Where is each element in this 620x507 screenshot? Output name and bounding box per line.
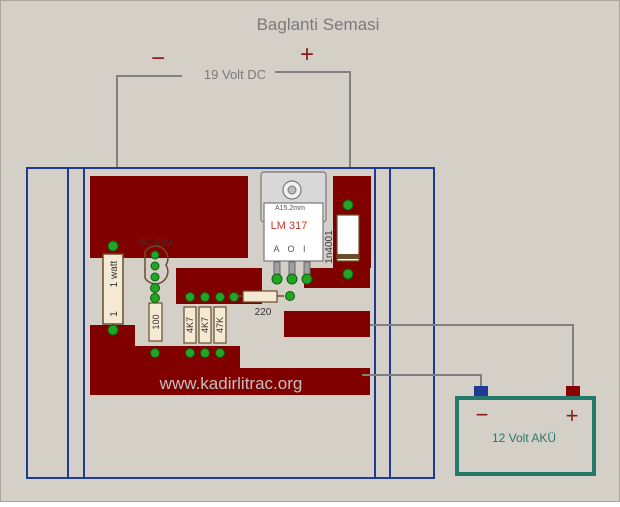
regulator-pin-labels: A O I [273, 244, 308, 254]
supply-plus-sign: + [300, 41, 314, 68]
power-resistor-body [102, 253, 124, 325]
pad [342, 268, 354, 280]
pad [200, 292, 210, 302]
battery-minus-sign: − [476, 402, 489, 427]
pad [285, 291, 295, 301]
pad-row-bottom [185, 348, 225, 358]
watermark-url: www.kadirlitrac.org [159, 374, 303, 393]
battery-negative-terminal [474, 386, 488, 397]
pad [342, 199, 354, 211]
pad-row-top [185, 292, 239, 302]
pad [107, 240, 119, 252]
resistor-4k7-a-label: 4K7 [185, 317, 195, 333]
diagram-title: Baglanti Semasi [257, 15, 380, 34]
resistor-220-body [242, 290, 278, 303]
pad [150, 261, 160, 271]
copper-trace [284, 311, 370, 337]
battery-label: 12 Volt AKÜ [492, 431, 556, 445]
supply-minus-sign: − [151, 45, 165, 72]
battery-negative-wire [362, 374, 482, 386]
supply-voltage-label: 19 Volt DC [204, 67, 266, 82]
pad [271, 273, 283, 285]
pad [185, 292, 195, 302]
power-resistor-label: 1 watt [109, 260, 120, 287]
regulator-mount-hole-inner [287, 185, 297, 195]
copper-trace [90, 368, 370, 395]
transistor-outline [144, 245, 169, 285]
pad [229, 292, 239, 302]
pad [150, 348, 160, 358]
resistor-47k-label: 47K [215, 317, 225, 333]
regulator-body [263, 202, 324, 262]
regulator-package-code: A15.2mm [275, 205, 305, 212]
pad [150, 293, 160, 303]
resistor-4k7-a-body [183, 306, 197, 344]
pad [200, 348, 210, 358]
regulator-name: LM 317 [271, 220, 308, 232]
copper-traces [90, 176, 371, 395]
resistor-220-label: 220 [255, 307, 272, 318]
power-resistor-value: 1 [109, 311, 120, 317]
pad [301, 273, 313, 285]
pad [150, 250, 160, 260]
copper-trace [304, 268, 370, 288]
resistor-47k-body [213, 306, 227, 344]
pad [150, 272, 160, 282]
diode-cathode-band [337, 254, 359, 259]
pad [107, 324, 119, 336]
supply-negative-wire [116, 75, 182, 182]
resistor-4k7-b-body [198, 306, 212, 344]
transistor-label: BC 639 [138, 238, 172, 249]
diode-body [336, 214, 360, 262]
resistor-100-label: 100 [151, 314, 161, 329]
battery-body [455, 396, 596, 476]
resistor-100-body [148, 302, 163, 342]
pad [150, 283, 160, 293]
pad [215, 292, 225, 302]
battery-positive-wire [370, 324, 574, 386]
diode-label: 1n4001 [324, 230, 335, 264]
resistor-4k7-b-label: 4K7 [200, 317, 210, 333]
pad [286, 273, 298, 285]
pad [185, 348, 195, 358]
battery-positive-terminal [566, 386, 580, 397]
pad [215, 348, 225, 358]
battery-plus-sign: + [566, 403, 579, 428]
supply-positive-wire [275, 71, 351, 185]
